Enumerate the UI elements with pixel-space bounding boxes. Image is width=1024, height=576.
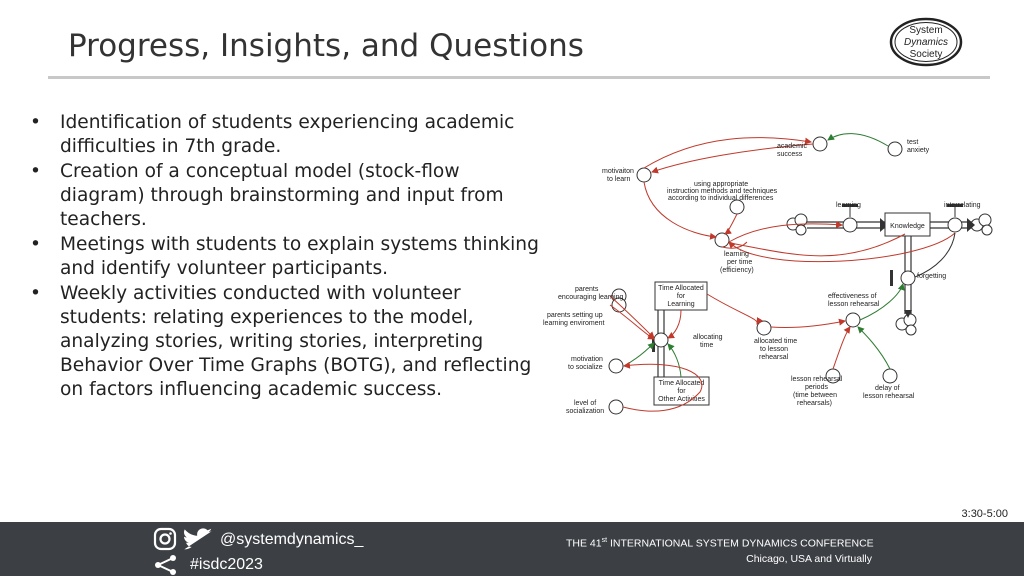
stock-knowledge-label: Knowledge: [890, 223, 925, 230]
bullet-item: •Creation of a conceptual model (stock-f…: [30, 161, 504, 230]
svg-text:to lesson: to lesson: [760, 346, 788, 353]
svg-text:level of: level of: [574, 400, 596, 407]
page-title: Progress, Insights, and Questions: [68, 28, 584, 64]
twitter-handle[interactable]: @systemdynamics_: [220, 531, 364, 548]
bullet-item: •Identification of students experiencing…: [30, 112, 515, 157]
svg-text:(time between: (time between: [793, 392, 837, 399]
svg-text:Dynamics: Dynamics: [904, 37, 948, 48]
svg-text:(efficiency): (efficiency): [720, 267, 754, 274]
svg-text:instruction methods and techni: instruction methods and techniques: [667, 188, 778, 195]
flow-learning-label: learning: [836, 202, 861, 209]
svg-text:per time: per time: [727, 259, 752, 266]
source-cloud-icon: [786, 213, 808, 236]
svg-text:interrelating: interrelating: [944, 202, 981, 209]
svg-text:Time Allocated: Time Allocated: [659, 380, 705, 387]
svg-text:lesson rehearsal: lesson rehearsal: [791, 376, 843, 383]
flow-forgetting-label: forgetting: [917, 273, 946, 280]
svg-text:encouraging learning: encouraging learning: [558, 294, 623, 301]
flow-allocating-time-label: allocating: [693, 334, 723, 341]
svg-text:Time Allocated: Time Allocated: [658, 285, 704, 292]
svg-text:success: success: [777, 151, 803, 158]
stock-flow-diagram: Knowledge Time Allocated for Learning Ti…: [543, 133, 993, 415]
bullet-list: •Identification of students experiencing…: [30, 111, 540, 403]
svg-text:Other Activities: Other Activities: [658, 396, 705, 403]
bullet-item: •Meetings with students to explain syste…: [30, 234, 539, 279]
svg-text:lesson rehearsal: lesson rehearsal: [828, 301, 880, 308]
system-dynamics-society-logo: System Dynamics Society: [889, 17, 963, 67]
svg-text:to socialize: to socialize: [568, 364, 603, 371]
svg-text:parents setting up: parents setting up: [547, 312, 603, 319]
svg-text:Learning: Learning: [667, 301, 694, 308]
forgetting-sink-cloud-icon: [895, 313, 917, 336]
svg-text:rehearsals): rehearsals): [797, 400, 832, 407]
svg-text:Society: Society: [910, 49, 943, 60]
svg-text:time: time: [700, 342, 713, 349]
svg-text:allocated time: allocated time: [754, 338, 797, 345]
svg-text:for: for: [677, 293, 686, 300]
session-time: 3:30-5:00: [961, 508, 1008, 520]
svg-text:test: test: [907, 139, 918, 146]
svg-text:anxiety: anxiety: [907, 147, 930, 154]
svg-text:delay of: delay of: [875, 385, 900, 392]
hashtag[interactable]: #isdc2023: [190, 556, 263, 573]
svg-text:learning enviroment: learning enviroment: [543, 320, 605, 327]
svg-text:lesson rehearsal: lesson rehearsal: [863, 393, 915, 400]
bullet-item: •Weekly activities conducted with volunt…: [30, 283, 532, 400]
conference-location: Chicago, USA and Virtually: [746, 553, 872, 565]
title-divider: [48, 76, 990, 79]
svg-text:effectiveness of: effectiveness of: [828, 293, 877, 300]
conference-name: THE 41st INTERNATIONAL SYSTEM DYNAMICS C…: [566, 537, 874, 550]
svg-text:motivaiton: motivaiton: [602, 168, 634, 175]
svg-text:rehearsal: rehearsal: [759, 354, 789, 361]
svg-text:learning: learning: [724, 251, 749, 258]
svg-text:periods: periods: [805, 384, 828, 391]
sink-cloud-icon: [970, 213, 993, 236]
svg-text:socialization: socialization: [566, 408, 604, 415]
svg-text:academic: academic: [777, 143, 807, 150]
instagram-icon[interactable]: [153, 527, 177, 551]
share-icon[interactable]: [152, 554, 180, 576]
svg-text:parents: parents: [575, 286, 599, 293]
svg-text:for: for: [677, 388, 686, 395]
svg-text:according to individual differ: according to individual differences: [668, 195, 774, 202]
svg-text:using appropriate: using appropriate: [694, 181, 748, 188]
svg-text:to learn: to learn: [607, 176, 630, 183]
twitter-icon[interactable]: [184, 528, 212, 550]
svg-text:System: System: [909, 25, 942, 36]
svg-text:motivation: motivation: [571, 356, 603, 363]
